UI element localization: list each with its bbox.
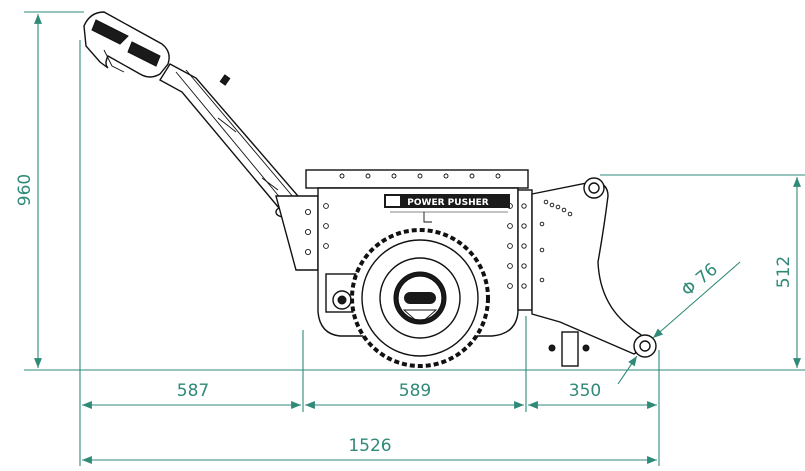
brand-label-text: POWER PUSHER bbox=[407, 198, 488, 208]
dimension-length-front: 587 bbox=[177, 381, 209, 401]
drive-wheel bbox=[350, 228, 490, 368]
dimension-wheel-diameter: Φ 76 bbox=[678, 260, 722, 301]
handle-grip bbox=[83, 11, 170, 78]
dimension-lines bbox=[24, 11, 805, 466]
push-bucket bbox=[531, 177, 657, 358]
rear-plate bbox=[517, 189, 533, 311]
power-pusher-machine: POWER PUSHER bbox=[83, 11, 657, 368]
dimension-length-body: 589 bbox=[399, 381, 431, 401]
brand-label: POWER PUSHER bbox=[384, 194, 510, 213]
top-cover bbox=[305, 169, 529, 189]
dimension-body-height: 512 bbox=[774, 256, 794, 288]
handle-arm bbox=[159, 63, 299, 218]
caster-wheel bbox=[548, 331, 590, 367]
side-bracket bbox=[275, 195, 319, 271]
dimension-overall-length: 1526 bbox=[348, 436, 391, 456]
dimension-length-rear: 350 bbox=[569, 381, 601, 401]
dimension-overall-height: 960 bbox=[15, 174, 35, 206]
